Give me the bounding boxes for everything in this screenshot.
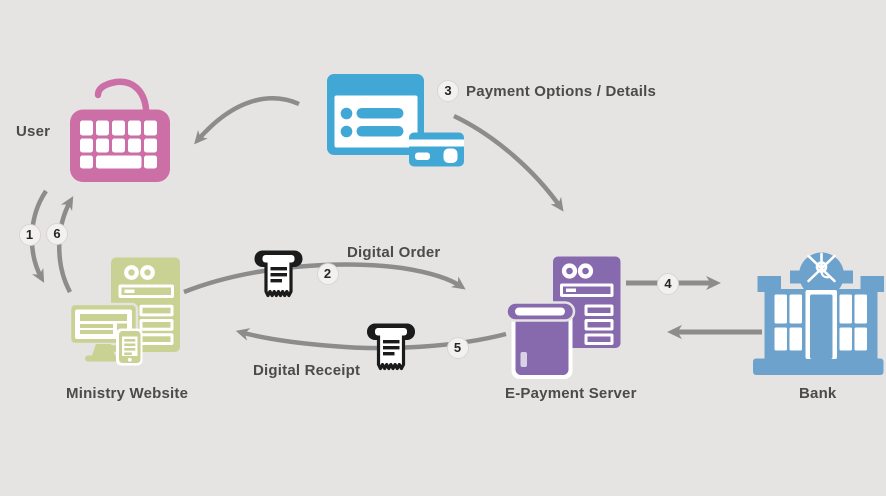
epayment-server-label: E-Payment Server (505, 385, 637, 402)
digital-receipt-label: Digital Receipt (253, 362, 361, 379)
payment-options-label: Payment Options / Details (466, 83, 657, 100)
arrow-step6-ministry-to-user (57, 196, 74, 294)
emblem-icon (807, 252, 836, 283)
arrow-step2-digital-order (183, 262, 466, 295)
step-4-badge: 4 (657, 273, 679, 295)
monitor-icon (68, 302, 139, 362)
credit-card-icon (409, 132, 464, 167)
payment-options-icon (327, 74, 464, 167)
step-6-badge: 6 (46, 223, 68, 245)
bank-label: Bank (799, 385, 837, 402)
card-reader-icon (505, 301, 576, 379)
ministry-website-label: Ministry Website (66, 385, 189, 402)
ministry-website-icon (68, 257, 180, 366)
user-label: User (16, 123, 51, 140)
step-5-badge: 5 (446, 337, 469, 359)
arrow-options-to-user (194, 96, 300, 145)
step-1-badge: 1 (18, 224, 41, 246)
smartphone-icon (116, 328, 143, 366)
digital-order-label: Digital Order (347, 244, 441, 261)
arrow-options-to-epayment (453, 113, 564, 212)
keyboard-icon (70, 78, 170, 182)
bank-icon (753, 252, 884, 375)
epayment-server-icon (505, 256, 621, 379)
step-3-badge: 3 (437, 80, 459, 102)
step-2-badge: 2 (316, 263, 339, 285)
